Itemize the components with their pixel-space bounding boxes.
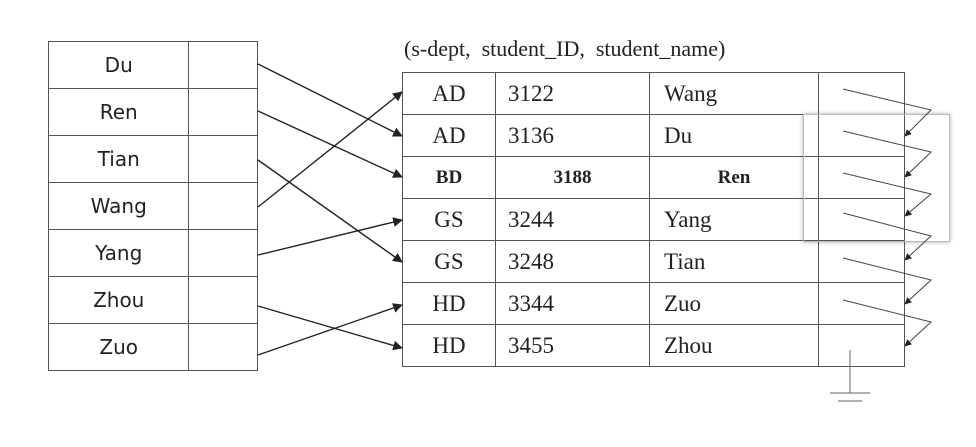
index-row: Tian bbox=[47, 135, 258, 183]
id-cell: 3188 bbox=[495, 156, 650, 199]
next-pointer-cell bbox=[818, 324, 905, 367]
index-pointer-cell bbox=[188, 41, 258, 89]
name-cell: Zuo bbox=[649, 282, 819, 325]
id-cell: 3122 bbox=[495, 72, 650, 115]
index-arrow bbox=[257, 110, 403, 178]
dept-cell: AD bbox=[402, 114, 496, 157]
dept-cell: GS bbox=[402, 240, 496, 283]
dept-cell: AD bbox=[402, 72, 496, 115]
index-row: Zuo bbox=[47, 323, 258, 371]
dept-cell: HD bbox=[402, 324, 496, 367]
index-row: Zhou bbox=[47, 276, 258, 324]
index-pointer-cell bbox=[188, 135, 258, 183]
index-arrow bbox=[257, 159, 403, 263]
index-pointer-cell bbox=[188, 229, 258, 277]
index-arrow bbox=[257, 91, 403, 208]
next-pointer-cell bbox=[818, 198, 905, 241]
index-pointer-cell bbox=[188, 182, 258, 230]
id-cell: 3455 bbox=[495, 324, 650, 367]
name-cell: Yang bbox=[649, 198, 819, 241]
data-file-table: AD 3122 Wang AD 3136 Du BD 3188 Ren GS 3… bbox=[402, 72, 905, 367]
chain-arrow bbox=[842, 88, 932, 137]
next-pointer-cell bbox=[818, 282, 905, 325]
index-key: Tian bbox=[47, 135, 190, 183]
file-record: AD 3122 Wang bbox=[402, 72, 905, 115]
index-pointer-cell bbox=[188, 88, 258, 136]
highlight-frame bbox=[803, 114, 950, 242]
name-cell: Ren bbox=[649, 156, 819, 199]
index-key: Zuo bbox=[47, 323, 190, 371]
chain-arrow bbox=[842, 212, 933, 261]
chain-arrow bbox=[842, 299, 933, 347]
index-arrow bbox=[257, 63, 403, 137]
file-record: GS 3244 Yang bbox=[402, 198, 905, 241]
index-table: Du Ren Tian Wang Yang Zhou Zuo bbox=[47, 41, 258, 371]
index-row: Yang bbox=[47, 229, 258, 277]
index-row: Du bbox=[47, 41, 258, 89]
file-record: BD 3188 Ren bbox=[402, 156, 905, 199]
index-key: Wang bbox=[47, 182, 190, 230]
index-row: Wang bbox=[47, 182, 258, 230]
id-cell: 3344 bbox=[495, 282, 650, 325]
id-cell: 3244 bbox=[495, 198, 650, 241]
index-arrow bbox=[257, 217, 403, 256]
file-record: HD 3455 Zhou bbox=[402, 324, 905, 367]
chain-arrow bbox=[842, 172, 933, 217]
file-record: HD 3344 Zuo bbox=[402, 282, 905, 325]
null-terminator-icon bbox=[830, 350, 870, 402]
id-cell: 3136 bbox=[495, 114, 650, 157]
index-pointer-cell bbox=[188, 276, 258, 324]
name-cell: Wang bbox=[649, 72, 819, 115]
dept-cell: BD bbox=[402, 156, 496, 199]
index-key: Du bbox=[47, 41, 190, 89]
name-cell: Tian bbox=[649, 240, 819, 283]
id-cell: 3248 bbox=[495, 240, 650, 283]
index-arrow bbox=[257, 305, 403, 351]
file-header: (s-dept, student_ID, student_name) bbox=[404, 36, 726, 61]
chain-arrow bbox=[842, 130, 933, 178]
index-key: Zhou bbox=[47, 276, 190, 324]
index-pointer-cell bbox=[188, 323, 258, 371]
index-arrow bbox=[257, 303, 403, 356]
dept-cell: HD bbox=[402, 282, 496, 325]
dept-cell: GS bbox=[402, 198, 496, 241]
chain-arrow bbox=[842, 257, 933, 305]
